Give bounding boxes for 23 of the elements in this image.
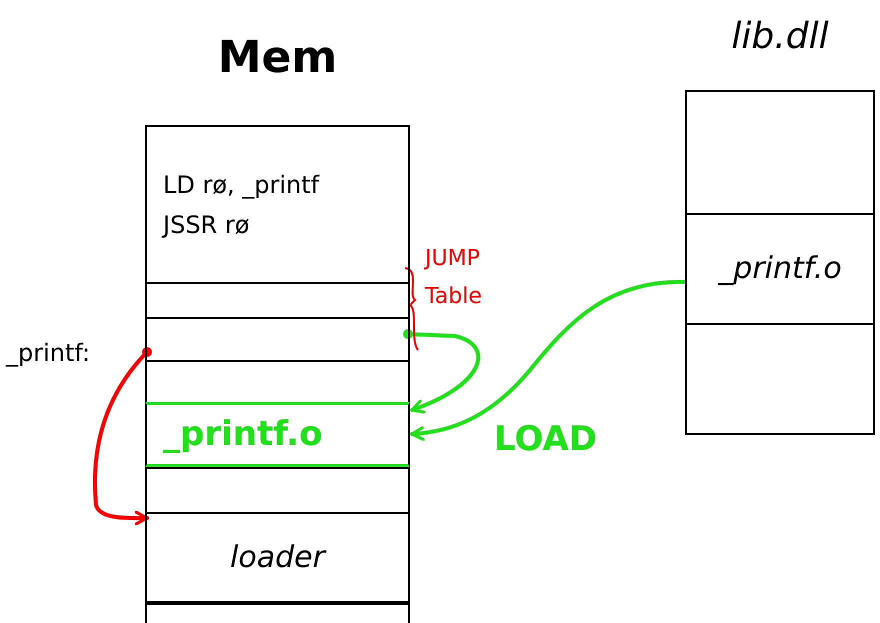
memory-cell (145, 512, 410, 603)
memory-cell (685, 213, 875, 323)
empty-memory-cell (145, 603, 410, 623)
instruction-text: LD rø, _printf (163, 170, 320, 201)
cell-text: _printf.o (163, 413, 324, 456)
cell-text: _printf.o (717, 250, 843, 288)
annotation-text: JUMP Table (425, 245, 483, 311)
arrow (410, 280, 687, 441)
column-title: Mem (216, 31, 338, 85)
cell-text: loader (229, 538, 328, 576)
address-label: _printf: (6, 338, 90, 369)
empty-memory-cell (145, 317, 410, 360)
empty-memory-cell (145, 467, 410, 512)
empty-memory-cell (685, 90, 875, 213)
memory-cell (145, 125, 410, 282)
column-title: lib.dll (730, 15, 830, 59)
empty-memory-cell (145, 360, 410, 402)
empty-memory-cell (145, 282, 410, 317)
empty-memory-cell (685, 323, 875, 435)
instruction-text: JSSR rø (163, 210, 250, 240)
memory-cell (145, 402, 410, 467)
arrow (93, 347, 152, 526)
arrow (403, 329, 480, 414)
